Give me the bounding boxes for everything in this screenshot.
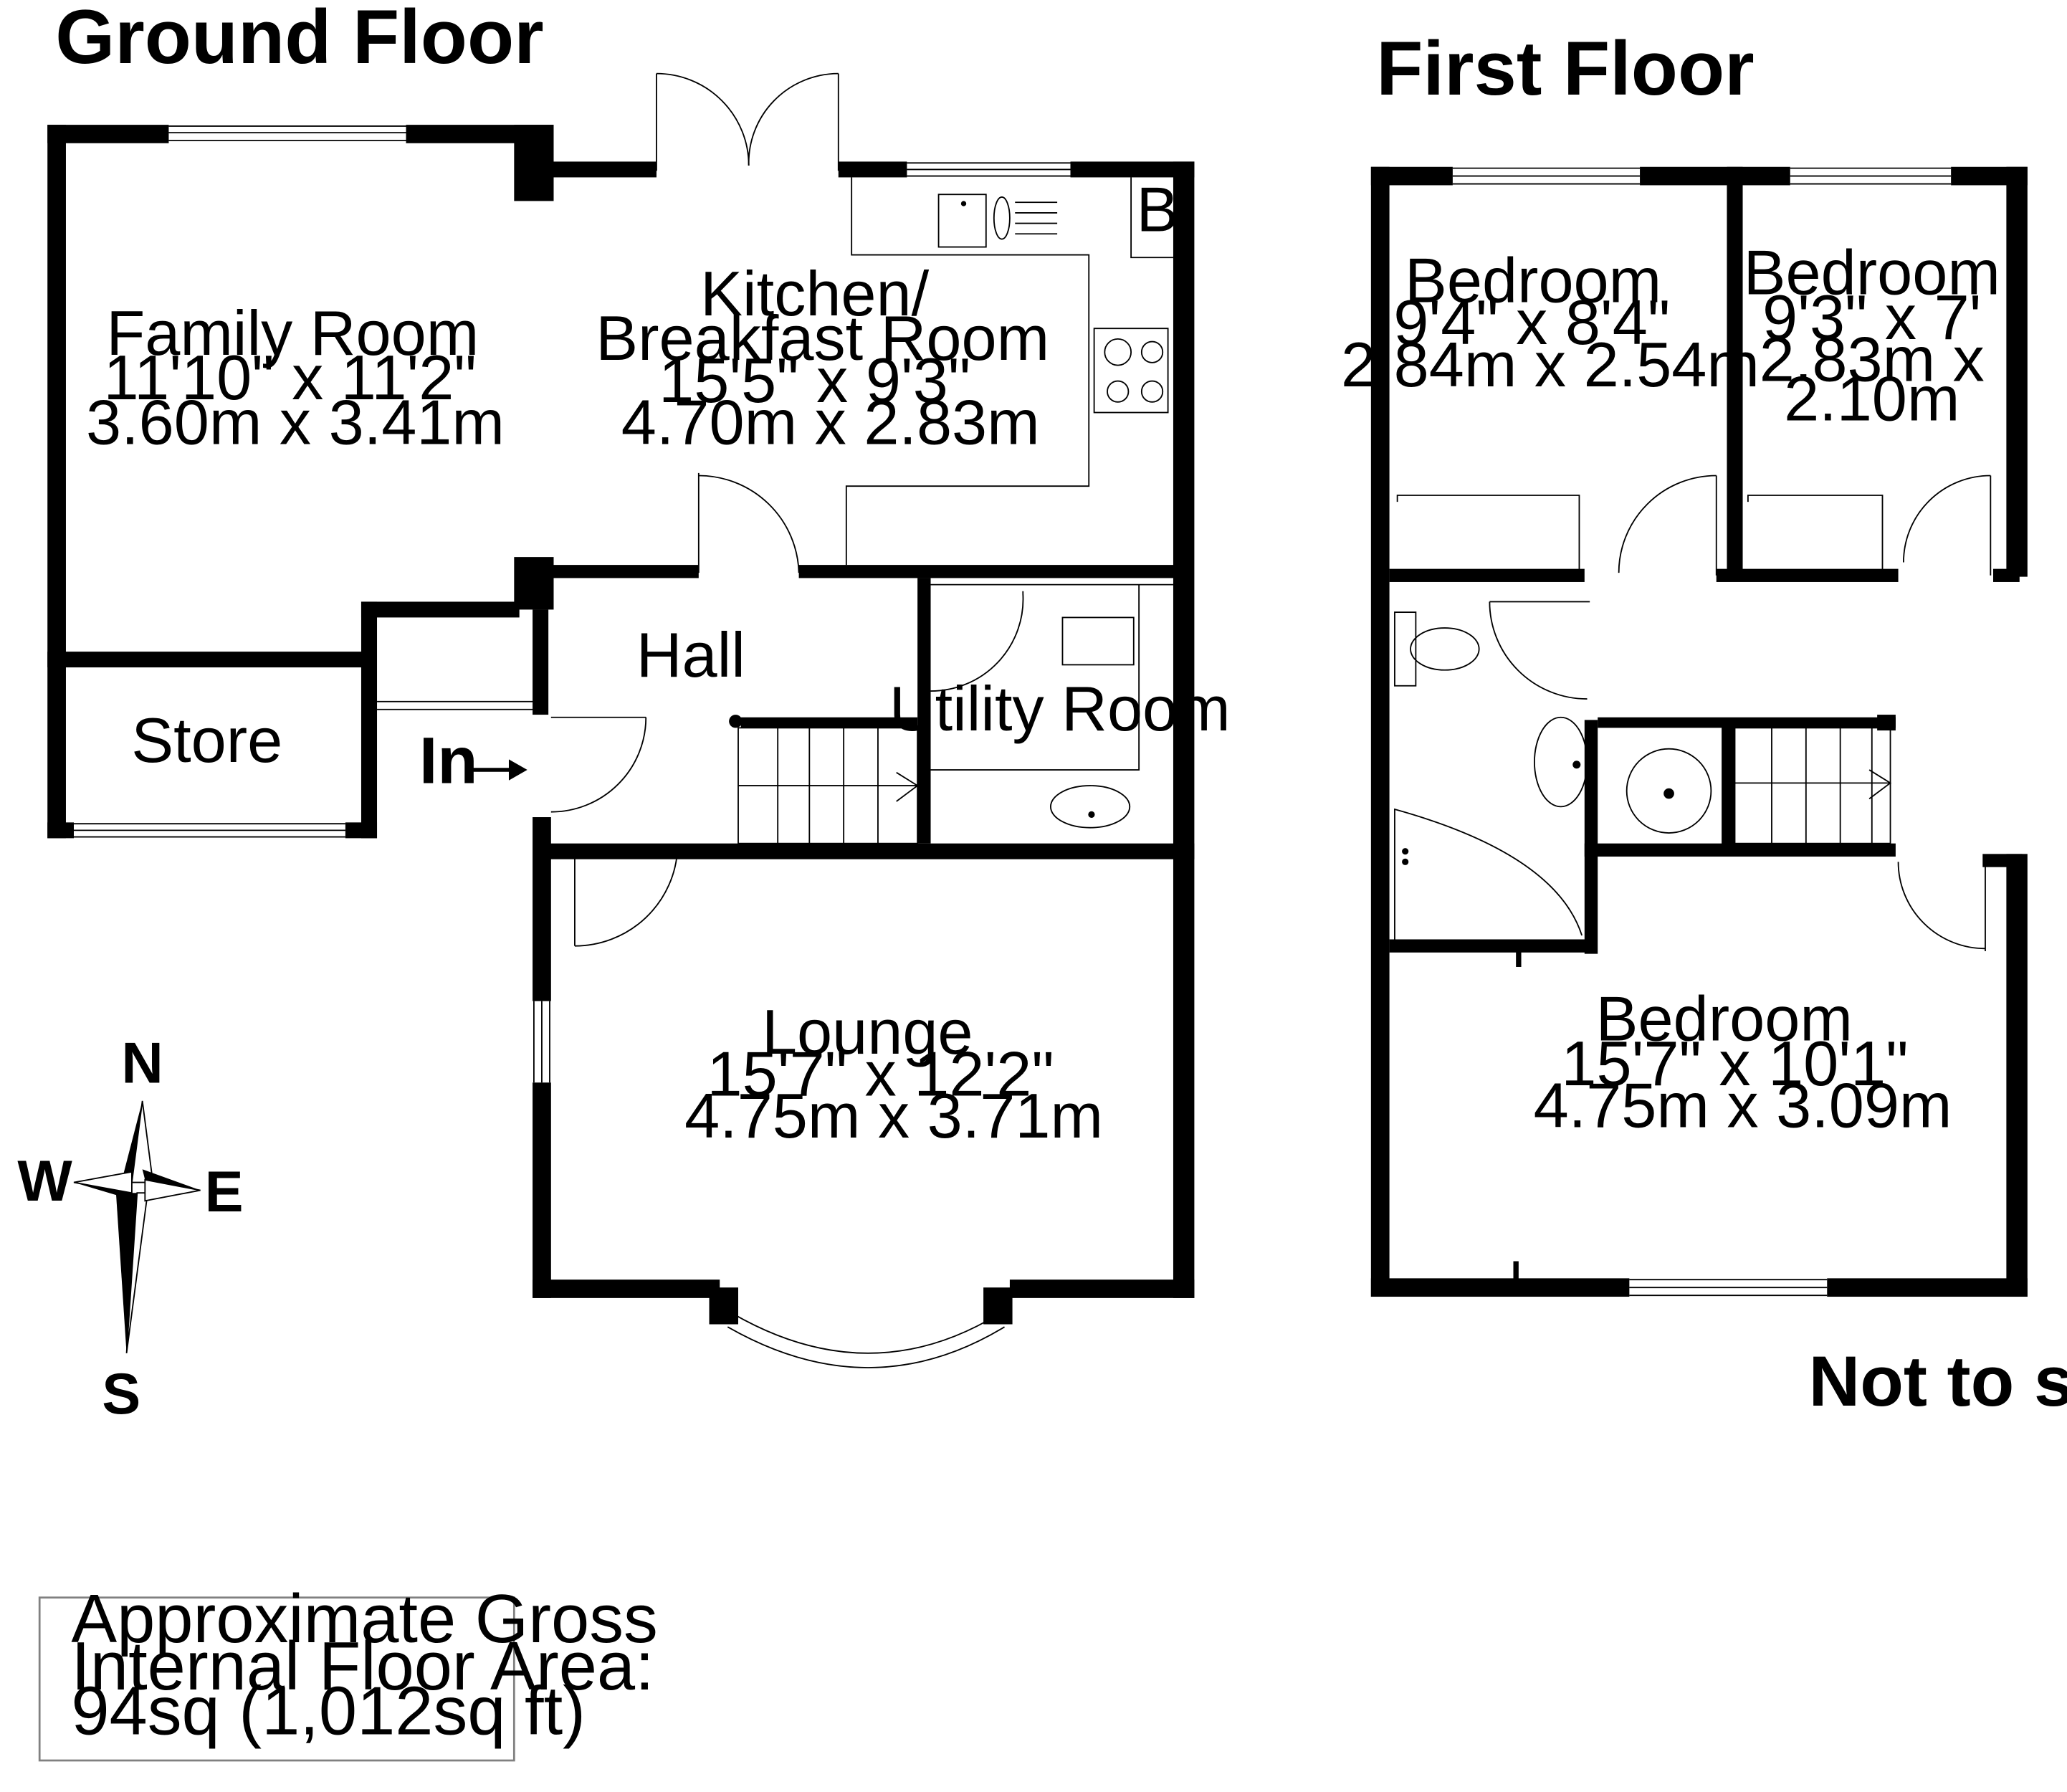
bedroom1-imperial: 9'4" x 8'4" xyxy=(1393,287,1670,358)
compass-west: W xyxy=(17,1149,72,1214)
bedroom3-metric: 4.75m x 3.09m xyxy=(1534,1070,1952,1141)
sink-drain xyxy=(1088,811,1095,818)
room-bedroom-2: Bedroom 9'3" x 7' 2.83m x 2.10m xyxy=(1744,237,2000,434)
area-line3: 94sq (1,012sq ft) xyxy=(71,1674,586,1750)
kitchen-name-line2: Breakfast Room xyxy=(596,302,1049,373)
utility-room-label: Utility Room xyxy=(889,673,1231,744)
store-label: Store xyxy=(131,705,282,776)
lounge-name: Lounge xyxy=(762,996,973,1067)
kitchen-imperial: 15'5" x 9'3" xyxy=(659,345,970,416)
first-floor-title: First Floor xyxy=(1376,26,1754,111)
compass-rose-icon: N S E W xyxy=(17,1031,243,1426)
hall-label: Hall xyxy=(636,619,745,690)
compass-east: E xyxy=(205,1160,244,1224)
ground-floor-title: Ground Floor xyxy=(55,0,543,80)
bedroom2-metric-line2: 2.10m xyxy=(1784,363,1959,434)
ground-floor-walls xyxy=(47,125,1195,1325)
first-floor-fittings xyxy=(1402,761,1674,1280)
boiler-label: B xyxy=(1136,174,1178,245)
scale-note: Not to scale xyxy=(1809,1342,2067,1421)
bedroom2-name: Bedroom xyxy=(1744,237,2000,308)
entrance-label: In xyxy=(419,725,478,798)
room-family-room: Family Room 11'10" x 11'2" 3.60m x 3.41m xyxy=(86,297,505,457)
area-line1: Approximate Gross xyxy=(71,1581,658,1657)
area-line2: Internal Floor Area: xyxy=(71,1629,654,1705)
lounge-metric: 4.75m x 3.71m xyxy=(684,1080,1103,1151)
room-bedroom-1: Bedroom 9'4" x 8'4" 2.84m x 2.54m xyxy=(1341,245,1760,400)
entrance-marker: In xyxy=(419,725,528,798)
bedroom3-name: Bedroom xyxy=(1596,983,1853,1054)
stair-newel xyxy=(729,715,743,728)
room-bedroom-3: Bedroom 15'7" x 10'1" 4.75m x 3.09m xyxy=(1534,983,1952,1141)
first-floor-walls xyxy=(1370,166,2028,1297)
ground-floor-details xyxy=(74,72,1173,1368)
bedroom1-metric: 2.84m x 2.54m xyxy=(1341,329,1760,400)
kitchen-name-line1: Kitchen/ xyxy=(700,258,929,329)
entrance-arrowhead-icon xyxy=(508,759,528,781)
compass-south: S xyxy=(102,1362,140,1426)
family-room-imperial: 11'10" x 11'2" xyxy=(104,342,477,413)
lounge-imperial: 15'7" x 12'2" xyxy=(707,1039,1054,1110)
kitchen-metric: 4.70m x 2.83m xyxy=(621,387,1040,458)
room-kitchen: Kitchen/ Breakfast Room 15'5" x 9'3" 4.7… xyxy=(596,258,1049,457)
bedroom1-name: Bedroom xyxy=(1405,245,1661,316)
bedroom3-imperial: 15'7" x 10'1" xyxy=(1561,1028,1908,1099)
bedroom2-imperial: 9'3" x 7' xyxy=(1762,282,1982,353)
kitchen-sink-drain xyxy=(960,201,967,206)
floor-area-box: Approximate Gross Internal Floor Area: 9… xyxy=(38,1581,658,1762)
family-room-metric: 3.60m x 3.41m xyxy=(86,387,505,458)
first-floor-details xyxy=(1371,167,1992,1297)
family-room-name: Family Room xyxy=(106,297,479,368)
compass-north: N xyxy=(121,1031,163,1095)
room-lounge: Lounge 15'7" x 12'2" 4.75m x 3.71m xyxy=(684,996,1103,1151)
bedroom2-metric-line1: 2.83m x xyxy=(1760,324,1985,395)
